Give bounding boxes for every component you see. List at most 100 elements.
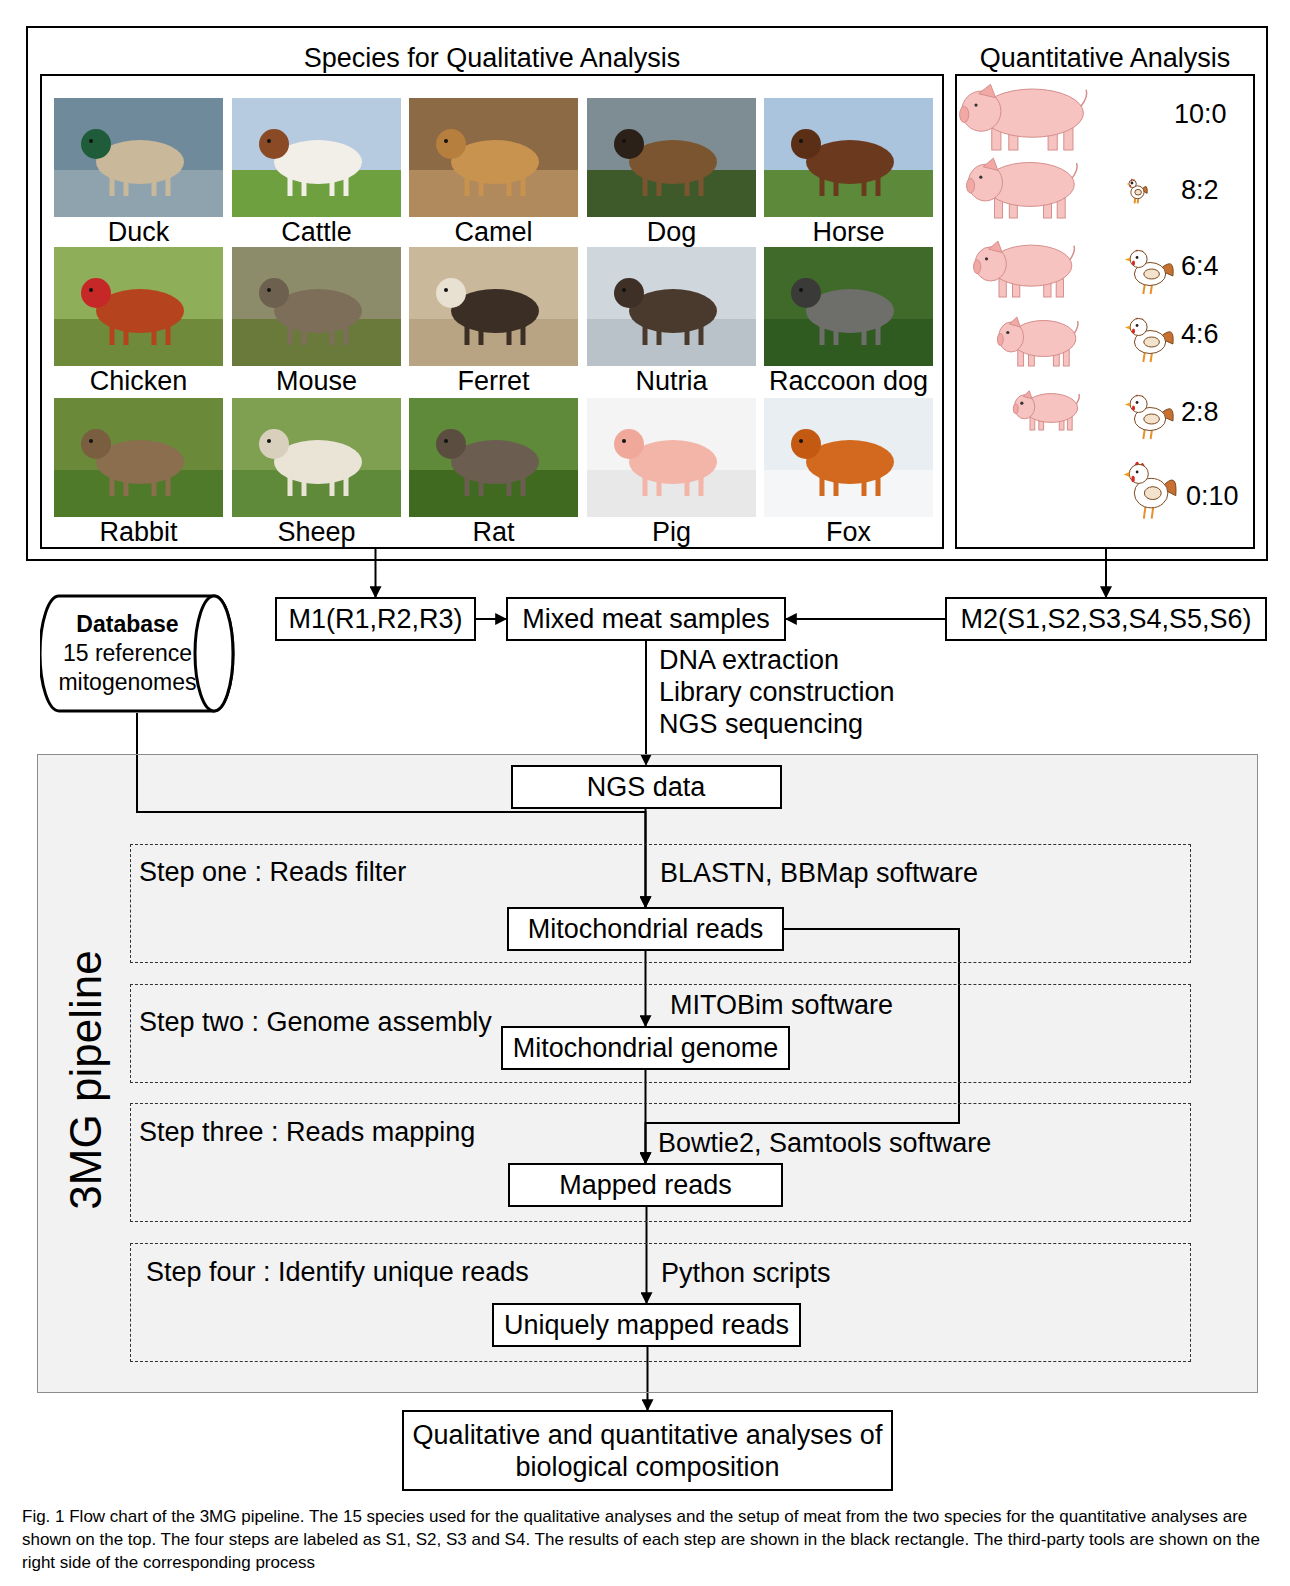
animal-head [436, 429, 466, 459]
species-photo-card: Pig [587, 398, 756, 547]
ratio-label: 8:2 [1181, 174, 1219, 206]
chicken-wing [1144, 487, 1161, 500]
species-photo [232, 247, 401, 366]
outer-frame [27, 27, 1267, 560]
chicken-beak [1125, 403, 1130, 407]
edge-label: BLASTN, BBMap software [660, 857, 978, 889]
species-label: Duck [54, 217, 223, 247]
species-photo-card: Camel [409, 98, 578, 247]
pig-ear [989, 241, 1003, 252]
chicken-wattle [1132, 406, 1135, 411]
animal-eye [89, 288, 93, 292]
pig-eye [985, 257, 988, 260]
box-label: Mitochondrial reads [528, 913, 764, 945]
chicken-wing [1144, 269, 1160, 279]
animal-eye [267, 139, 271, 143]
pig-tail [1076, 394, 1079, 404]
step-heading: Step four : Identify unique reads [146, 1256, 529, 1288]
process-box: NGS data [511, 765, 782, 809]
pig-eye [974, 104, 977, 107]
process-box: Mixed meat samples [506, 597, 786, 641]
box-label: M2(S1,S2,S3,S4,S5,S6) [960, 603, 1251, 635]
animal-eye [89, 439, 93, 443]
connector [786, 618, 945, 620]
pig-tail [1081, 90, 1087, 107]
connector [137, 713, 646, 907]
species-label: Horse [764, 217, 933, 247]
chicken-leg [1143, 429, 1145, 439]
box-label: M1(R1,R2,R3) [288, 603, 462, 635]
pig-icon [960, 84, 1087, 150]
pig-snout [974, 260, 981, 274]
animal-head [81, 278, 111, 308]
species-photo [587, 247, 756, 366]
figure-caption: Fig. 1 Flow chart of the 3MG pipeline. T… [22, 1505, 1268, 1574]
pipeline-band-fill [37, 754, 1258, 1393]
process-box: M1(R1,R2,R3) [275, 597, 476, 641]
species-photo [764, 398, 933, 517]
pig-snout [997, 334, 1003, 346]
species-photo-card: Dog [587, 98, 756, 247]
chicken-wing [1144, 414, 1160, 424]
species-photo [764, 98, 933, 217]
animal-eye [799, 139, 803, 143]
species-photo [409, 247, 578, 366]
chicken-icon [1125, 250, 1173, 295]
edge-label: Python scripts [661, 1257, 831, 1289]
pig-icon [974, 241, 1075, 297]
chicken-head [1130, 251, 1147, 268]
animal-eye [267, 288, 271, 292]
process-box: Uniquely mapped reads [492, 1303, 801, 1347]
animal-head [614, 129, 644, 159]
animal-head [436, 278, 466, 308]
chicken-beak [1125, 258, 1130, 262]
species-photo-card: Sheep [232, 398, 401, 547]
species-photo-card: Raccoon dog [764, 247, 933, 396]
connector [647, 1347, 649, 1410]
connector [645, 809, 647, 908]
species-label: Camel [409, 217, 578, 247]
species-photo-card: Duck [54, 98, 223, 247]
species-photo-card: Horse [764, 98, 933, 247]
step-box: Step three : Reads mappingMapped reads [130, 1103, 1191, 1222]
chicken-wing [1144, 337, 1160, 347]
pipeline-title: 3MG pipeline [61, 950, 111, 1209]
species-label: Rabbit [54, 517, 223, 547]
cylinder-face [195, 596, 233, 711]
chicken-beak [1127, 183, 1129, 185]
species-photo-card: Ferret [409, 247, 578, 396]
species-photo [587, 398, 756, 517]
species-label: Rat [409, 517, 578, 547]
chicken-eye [1136, 324, 1139, 327]
ratio-label: 0:10 [1186, 480, 1239, 512]
chicken-eye [1131, 182, 1134, 185]
database-cylinder: Database15 reference mitogenomes [40, 594, 235, 713]
pig-tail [1072, 163, 1077, 178]
box-label: NGS data [587, 771, 706, 803]
species-photo [54, 398, 223, 517]
chicken-head [1129, 180, 1136, 187]
step-heading: Step one : Reads filter [139, 856, 406, 888]
species-photo [54, 98, 223, 217]
process-box: Mapped reads [508, 1163, 783, 1207]
pig-snout [960, 106, 969, 122]
species-label: Raccoon dog [764, 366, 933, 396]
animal-eye [444, 139, 448, 143]
animal-head [259, 278, 289, 308]
animal-head [791, 429, 821, 459]
animal-head [81, 129, 111, 159]
chicken-leg [1143, 284, 1145, 294]
pig-ear [1009, 317, 1020, 327]
pig-tail [1074, 321, 1078, 334]
chicken-leg [1143, 352, 1145, 362]
chicken-eye [1136, 401, 1139, 404]
chicken-head [1129, 464, 1148, 483]
connector [645, 641, 647, 765]
box-label: Mapped reads [559, 1169, 732, 1201]
connector [1105, 549, 1107, 597]
pig-ear [983, 158, 998, 170]
edge-label: DNA extraction Library construction NGS … [659, 644, 904, 740]
chicken-icon [1124, 462, 1176, 519]
species-photo-card: Rat [409, 398, 578, 547]
